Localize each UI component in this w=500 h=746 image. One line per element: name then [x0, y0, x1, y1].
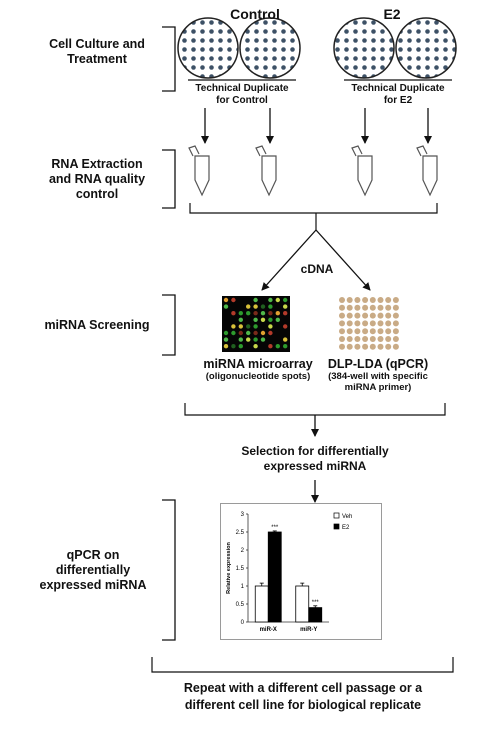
x-tick-label: miR-X — [260, 627, 277, 633]
repeat-label: Repeat with a different cell passage or … — [183, 681, 423, 712]
legend-swatch — [333, 512, 340, 519]
group-label-e2: E2 — [383, 6, 401, 22]
bracket-screening — [162, 294, 176, 356]
cdna-label: cDNA — [300, 262, 334, 276]
tube-icon — [188, 145, 438, 197]
platform-microarray: miRNA microarray (oligonucleotide spots) — [203, 357, 313, 382]
y-tick-label: 1 — [241, 584, 245, 590]
bracket-repeat — [151, 657, 454, 673]
significance-marker: *** — [271, 525, 279, 531]
bar-e2-mir-y — [308, 607, 323, 623]
bar-veh-mir-y — [295, 585, 310, 623]
legend-label: Veh — [342, 514, 352, 520]
bracket-rna — [162, 149, 176, 209]
legend-swatch — [333, 523, 340, 530]
legend-label: E2 — [342, 525, 350, 531]
x-tick-label: miR-Y — [300, 627, 317, 633]
dlp-plate-image — [338, 296, 402, 352]
bracket-cell-culture — [162, 26, 176, 92]
petri-dish-icon — [177, 17, 457, 79]
group-label-control: Control — [230, 6, 280, 22]
bracket-qpcr — [162, 499, 176, 641]
microarray-image — [222, 296, 290, 352]
step-mirna-screening: miRNA Screening — [44, 318, 150, 332]
y-tick-label: 2.5 — [236, 530, 245, 536]
y-tick-label: 2 — [241, 548, 245, 554]
y-tick-label: 3 — [241, 512, 245, 518]
bar-e2-mir-x — [267, 531, 282, 623]
platform-dlp-lda: DLP-LDA (qPCR) (384-well with specific m… — [327, 357, 429, 393]
bar-veh-mir-x — [254, 585, 269, 623]
significance-marker: *** — [312, 600, 320, 606]
arrows-to-tubes — [201, 108, 432, 144]
y-axis-label: Relative expression — [226, 542, 232, 594]
y-tick-label: 1.5 — [236, 566, 245, 572]
y-tick-label: 0.5 — [236, 602, 245, 608]
y-tick-label: 0 — [241, 620, 245, 626]
